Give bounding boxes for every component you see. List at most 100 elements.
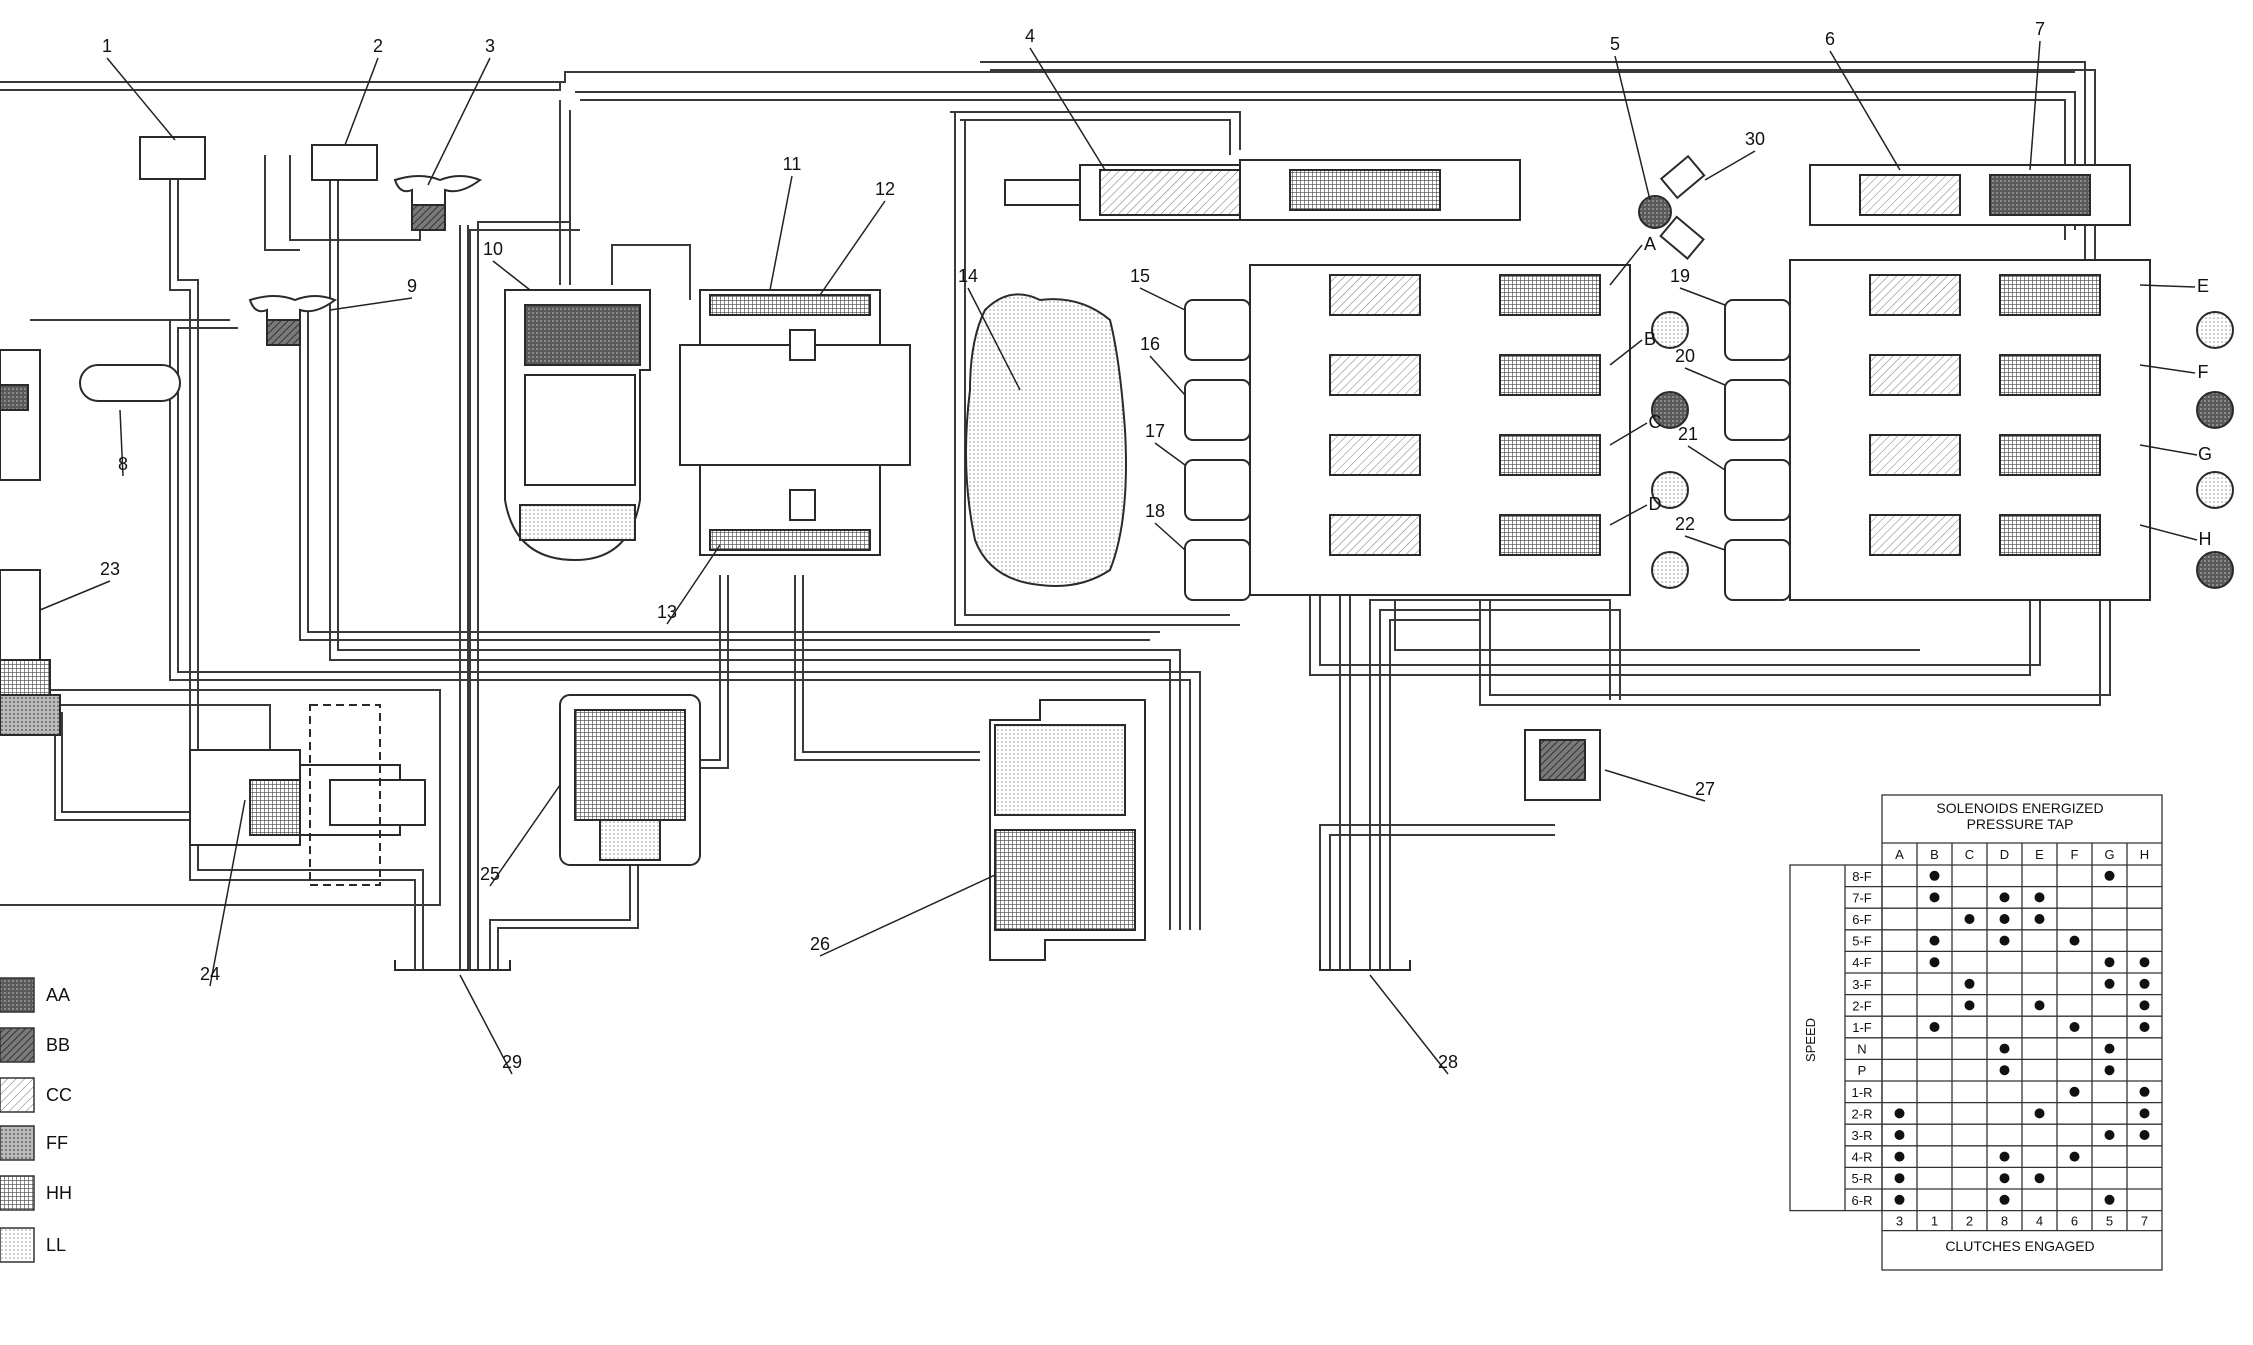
callout-leaders <box>39 40 2198 1075</box>
callout-21: 21 <box>1678 424 1698 444</box>
component-14-sump <box>965 293 1127 587</box>
component-30-solenoid <box>1638 154 1706 260</box>
energized-dot <box>2139 1022 2150 1032</box>
legend-swatch-hh <box>0 1175 35 1211</box>
callout-10: 10 <box>483 239 503 259</box>
speed-row-label: N <box>1857 1042 1866 1057</box>
leader-line <box>2139 364 2196 374</box>
legend-label-cc: CC <box>46 1085 72 1105</box>
callout-8: 8 <box>118 454 128 474</box>
component-2-filter <box>311 144 378 181</box>
energized-dot <box>1999 1173 2010 1184</box>
leader-line <box>106 57 176 141</box>
energized-dot <box>2104 870 2115 881</box>
callout-28: 28 <box>1438 1052 1458 1072</box>
speed-row-label: 6-R <box>1852 1193 1873 1208</box>
speed-row-label: 4-R <box>1852 1150 1873 1165</box>
column-header: D <box>2000 847 2009 862</box>
energized-dot <box>1929 1022 1940 1032</box>
legend-label-bb: BB <box>46 1035 70 1055</box>
valve-letter-A: A <box>1644 234 1656 254</box>
clutch-number: 3 <box>1896 1214 1903 1229</box>
leader-line <box>489 784 561 887</box>
legend-swatch-aa <box>0 977 35 1013</box>
callout-1: 1 <box>102 36 112 56</box>
clutch-number: 6 <box>2071 1214 2078 1229</box>
energized-dot <box>2069 1022 2080 1032</box>
energized-dot <box>1929 957 1940 968</box>
callout-27: 27 <box>1695 779 1715 799</box>
leader-line <box>459 974 513 1075</box>
energized-dot <box>2139 1000 2150 1011</box>
leader-line <box>1369 974 1449 1075</box>
column-header: A <box>1895 847 1904 862</box>
energized-dot <box>2034 1000 2045 1011</box>
energized-dot <box>2139 1086 2150 1097</box>
component-23-valve <box>0 569 61 736</box>
component-24-cylinder <box>189 704 426 886</box>
valve-letter-H: H <box>2199 529 2212 549</box>
component-25-pump <box>559 694 701 866</box>
callout-14: 14 <box>958 266 978 286</box>
leader-line <box>1149 355 1186 396</box>
energized-dot <box>2139 957 2150 968</box>
leader-line <box>1609 339 1643 366</box>
callout-30: 30 <box>1745 129 1765 149</box>
speed-row-label: 3-F <box>1852 977 1872 992</box>
energized-dot <box>2069 1086 2080 1097</box>
energized-dot <box>2104 1065 2115 1076</box>
tank-29 <box>394 960 511 971</box>
callout-11: 11 <box>783 154 802 174</box>
callout-22: 22 <box>1675 514 1695 534</box>
energized-dot <box>2104 1130 2115 1140</box>
callout-3: 3 <box>485 36 495 56</box>
legend-swatch-cc <box>0 1077 35 1113</box>
component-1-filter <box>139 136 206 180</box>
component-26-cooler <box>989 699 1146 961</box>
leader-line <box>1609 422 1648 446</box>
leader-line <box>2139 284 2196 288</box>
legend-label-aa: AA <box>46 985 70 1005</box>
column-header: C <box>1965 847 1974 862</box>
energized-dot <box>1894 1151 1905 1162</box>
speed-row-label: 5-F <box>1852 934 1872 949</box>
leader-line <box>492 260 531 291</box>
speed-row-label: 5-R <box>1852 1171 1873 1186</box>
leader-line <box>819 200 886 296</box>
component-8-accumulator <box>0 349 181 481</box>
component-10-filter-housing <box>504 289 651 562</box>
callout-13: 13 <box>657 602 677 622</box>
component-11-torque-converter <box>679 289 911 556</box>
leader-line <box>1684 367 1726 386</box>
callout-17: 17 <box>1145 421 1165 441</box>
energized-dot <box>1999 1151 2010 1162</box>
callout-4: 4 <box>1025 26 1035 46</box>
energized-dot <box>1929 870 1940 881</box>
valve-letter-F: F <box>2198 362 2209 382</box>
clutch-number: 1 <box>1931 1214 1938 1229</box>
leader-line <box>1604 769 1706 802</box>
energized-dot <box>1999 1194 2010 1205</box>
component-9-check-valve <box>248 295 338 346</box>
leader-line <box>119 409 124 477</box>
energized-dot <box>1999 935 2010 946</box>
callout-15: 15 <box>1130 266 1150 286</box>
leader-line <box>1687 445 1726 471</box>
column-header: E <box>2035 847 2044 862</box>
energized-dot <box>2069 1151 2080 1162</box>
speed-label: SPEED <box>1803 1018 1818 1062</box>
valve-letter-B: B <box>1644 329 1656 349</box>
callout-7: 7 <box>2035 19 2045 39</box>
tank-28 <box>1319 960 1411 971</box>
clutch-number: 4 <box>2036 1214 2043 1229</box>
callout-23: 23 <box>100 559 120 579</box>
column-header: B <box>1930 847 1939 862</box>
energized-dot <box>2034 1173 2045 1184</box>
component-6-7-valves <box>1809 164 2131 226</box>
leader-line <box>1609 504 1648 526</box>
energized-dot <box>2034 892 2045 903</box>
valve-letter-C: C <box>1649 412 1662 432</box>
speed-row-label: 3-R <box>1852 1128 1873 1143</box>
valve-body-left <box>1184 264 1689 601</box>
